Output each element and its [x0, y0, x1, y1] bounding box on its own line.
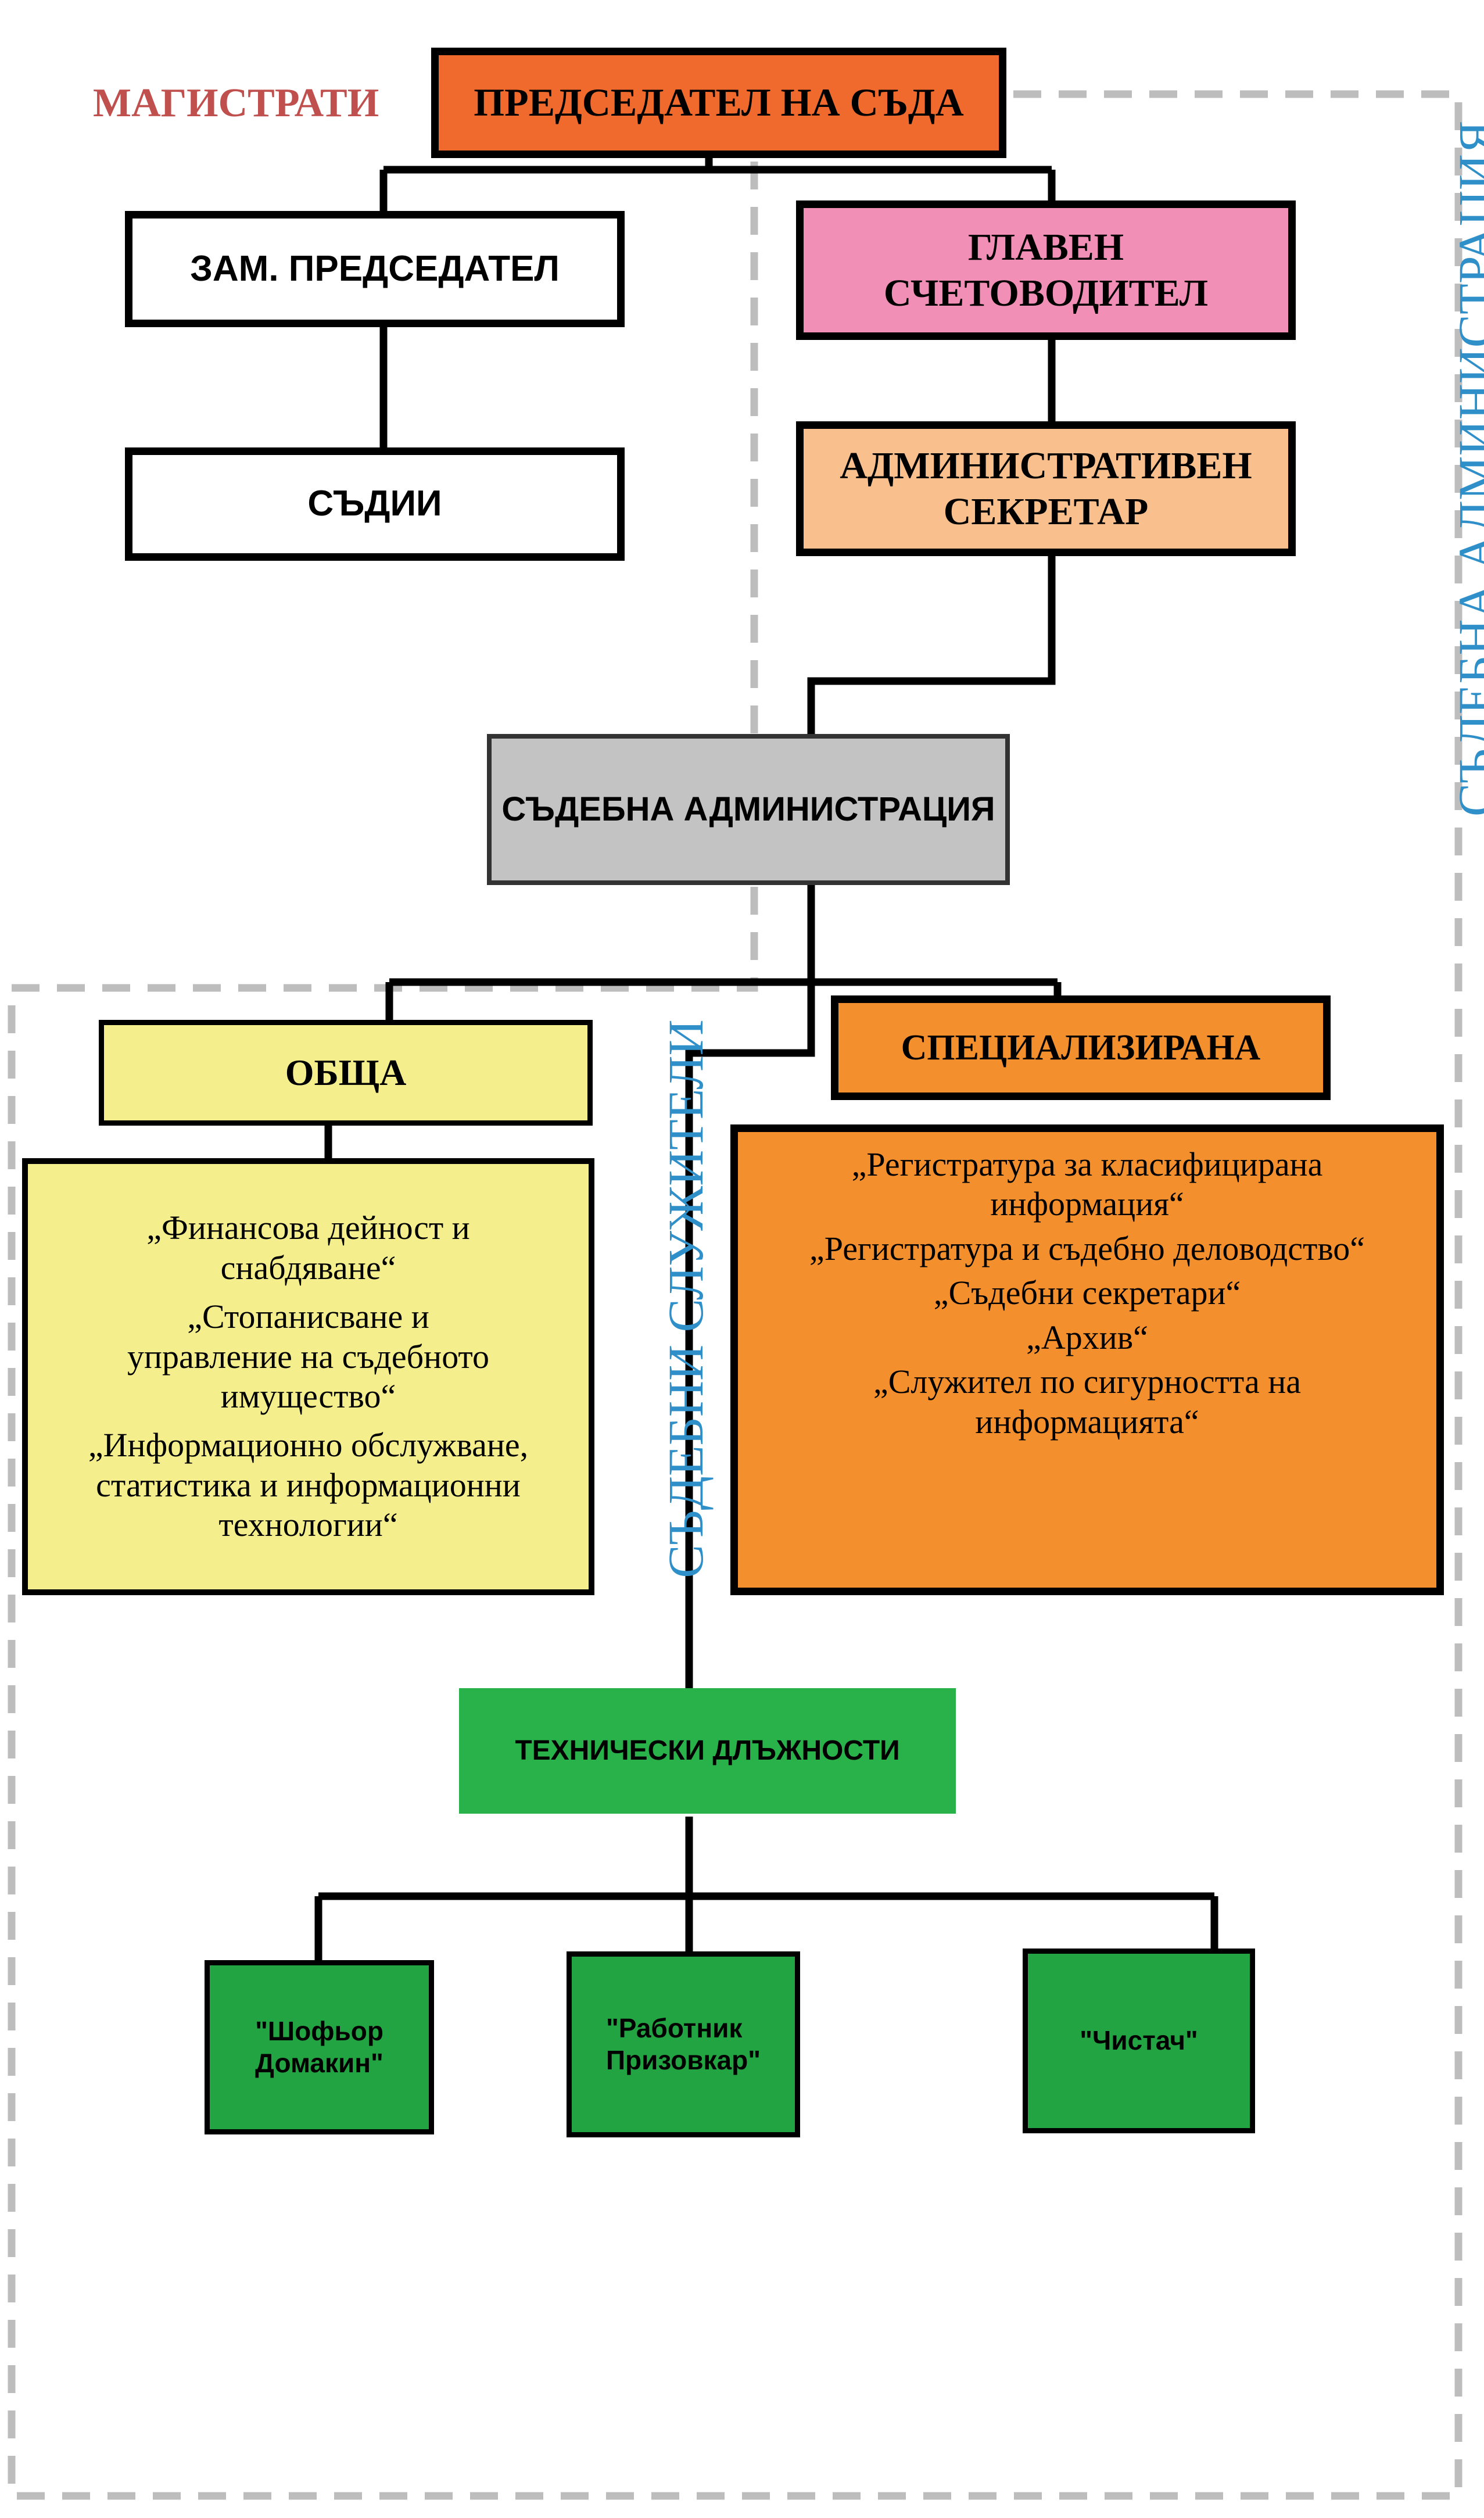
chief-accountant-box: ГЛАВЕН СЧЕТОВОДИТЕЛ: [796, 200, 1296, 340]
dashed-borders: [8, 90, 1463, 2500]
judges-label: СЪДИИ: [307, 483, 442, 524]
specialized-label: СПЕЦИАЛИЗИРАНА: [901, 1027, 1261, 1068]
specialized-item: „Регистратура и съдебно деловодство“: [809, 1229, 1365, 1267]
general-box: ОБЩА: [99, 1020, 593, 1126]
technical-box: ТЕХНИЧЕСКИ ДЛЪЖНОСТИ: [459, 1688, 956, 1814]
president-box: ПРЕДСЕДАТЕЛ НА СЪДА: [431, 48, 1006, 158]
specialized-box: СПЕЦИАЛИЗИРАНА: [831, 995, 1331, 1100]
president-label: ПРЕДСЕДАТЕЛ НА СЪДА: [474, 80, 964, 125]
specialized-list-box: „Регистратура за класифицирана информаци…: [730, 1124, 1444, 1595]
driver-box: "Шофьор Домакин": [205, 1960, 434, 2134]
technical-label: ТЕХНИЧЕСКИ ДЛЪЖНОСТИ: [515, 1735, 900, 1767]
connector-to-technical: [685, 982, 815, 1691]
worker-label: "Работник Призовкар": [605, 2012, 761, 2075]
specialized-item: „Регистратура за класифицирана информаци…: [851, 1145, 1323, 1223]
admin-secretary-box: АДМИНИСТРАТИВЕН СЕКРЕТАР: [796, 421, 1296, 556]
deputy-label: ЗАМ. ПРЕДСЕДАТЕЛ: [190, 248, 560, 289]
general-item: „Информационно обслужване, статистика и …: [88, 1426, 529, 1544]
general-list-box: „Финансова дейност и снабдяване“ „Стопан…: [22, 1158, 594, 1595]
specialized-item: „Архив“: [1026, 1318, 1148, 1356]
specialized-item: „Съдебни секретари“: [933, 1274, 1241, 1312]
general-item: „Стопанисване и управление на съдебното …: [127, 1298, 490, 1415]
connector-secretary-admin: [807, 553, 1056, 738]
general-label: ОБЩА: [285, 1051, 407, 1093]
court-administration-dashed-border: [8, 90, 1463, 2500]
driver-label: "Шофьор Домакин": [255, 2015, 383, 2078]
court-administration-label: СЪДЕБНА АДМИНИСТРАЦИЯ: [501, 790, 995, 829]
cleaner-label: "Чистач": [1080, 2025, 1198, 2056]
worker-box: "Работник Призовкар": [567, 1951, 800, 2137]
deputy-box: ЗАМ. ПРЕДСЕДАТЕЛ: [125, 211, 625, 327]
chief-accountant-label: ГЛАВЕН СЧЕТОВОДИТЕЛ: [883, 225, 1209, 314]
court-officials-vertical-label: СЪДЕБНИ СЛУЖИТЕЛИ: [658, 1019, 714, 1578]
admin-secretary-label: АДМИНИСТРАТИВЕН СЕКРЕТАР: [840, 444, 1252, 533]
court-administration-vertical-label: СЪДЕБНА АДМИНИСТРАЦИЯ: [1448, 120, 1484, 816]
magistrates-label: МАГИСТРАТИ: [93, 81, 379, 126]
general-item: „Финансова дейност и снабдяване“: [146, 1209, 470, 1287]
specialized-item: „Служител по сигурността на информацията…: [873, 1363, 1302, 1441]
court-administration-box: СЪДЕБНА АДМИНИСТРАЦИЯ: [487, 734, 1010, 885]
judges-box: СЪДИИ: [125, 447, 625, 561]
cleaner-box: "Чистач": [1023, 1949, 1255, 2133]
